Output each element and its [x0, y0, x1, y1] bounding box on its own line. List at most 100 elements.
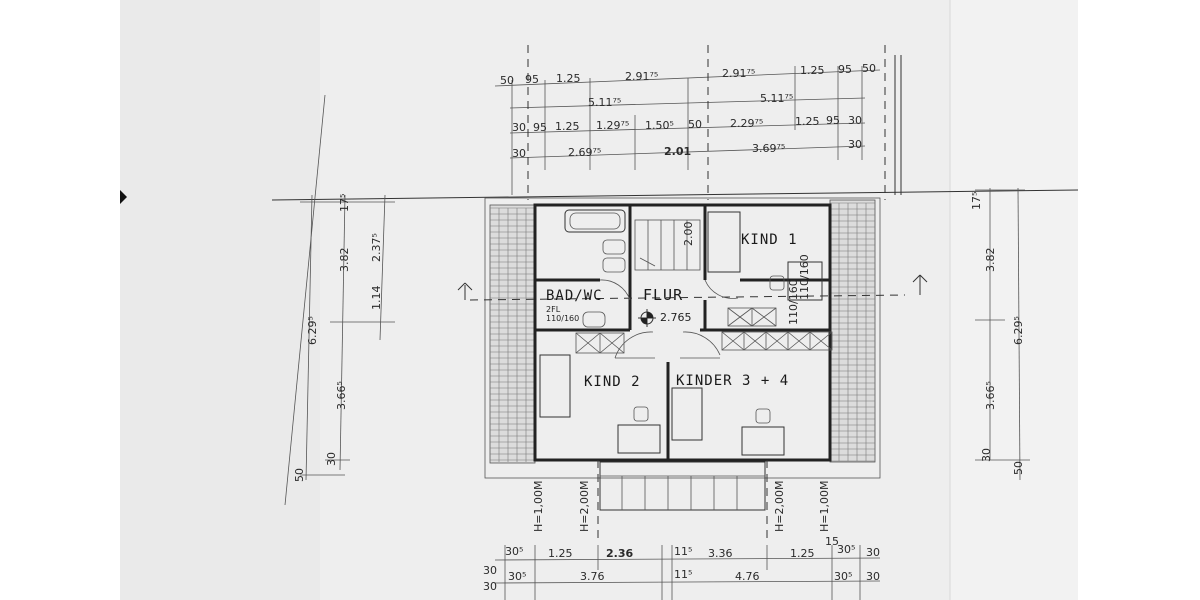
door-swing-kinder34: [682, 331, 721, 356]
top-dim-3-2: 95: [533, 121, 547, 134]
left-dim-e: 17⁵: [338, 194, 351, 212]
top-dim-3-4: 1.29⁷⁵: [596, 119, 629, 132]
section-arrow-right: [912, 274, 928, 295]
level-marker-icon: [638, 309, 656, 327]
bottom-dim-2-6: 30⁵: [834, 570, 852, 583]
top-dim-4-3: 2.01: [664, 145, 691, 158]
right-dim-d: 50: [1012, 461, 1025, 475]
bottom-dim-1-7: 1.25: [790, 547, 815, 560]
top-dim-3-8: 1.25: [795, 115, 820, 128]
top-dim-1-2: 95: [525, 73, 539, 86]
right-dim-outer: 6.29⁵: [1012, 316, 1025, 345]
bottom-dim-1-3: 1.25: [548, 547, 573, 560]
bottom-dim-2-5: 4.76: [735, 570, 760, 583]
cabinet-flur: [727, 307, 777, 327]
top-dim-4-2: 2.69⁷⁵: [568, 146, 601, 159]
section-arrow-left: [457, 282, 473, 300]
wardrobe-kinder34: [721, 331, 833, 351]
right-dim-e: 30: [980, 448, 993, 462]
level-label: 2.765: [660, 311, 692, 324]
top-dim-3-6: 50: [688, 118, 702, 131]
desk-kind1: [787, 261, 823, 301]
desk-kinder34: [741, 426, 785, 456]
top-dim-4-1: 30: [512, 147, 526, 160]
opening-height-3: H=2,00M: [773, 481, 786, 532]
bunk-bed-kinder34: [671, 387, 703, 441]
window-note-kind1-side: 110/160: [787, 279, 800, 325]
opening-height-2: H=2,00M: [578, 481, 591, 532]
left-dim-outer: 6.29⁵: [306, 316, 319, 345]
top-dim-4-4: 3.69⁷⁵: [752, 142, 785, 155]
bottom-dimension-chain: 30 30⁵ 1.25 2.36 11⁵ 3.36 1.25 15 30⁵ 30…: [483, 535, 881, 600]
sink: [582, 311, 606, 328]
top-dim-3-5: 1.50⁵: [645, 119, 674, 132]
left-dim-a: 3.82: [338, 248, 351, 273]
left-dim-d: 3.66⁵: [335, 381, 348, 410]
room-label-kind1: KIND 1: [741, 232, 798, 248]
left-dim-g: 30: [325, 452, 338, 466]
bottom-dim-2-4: 11⁵: [674, 568, 692, 581]
room-label-flur: FLUR: [643, 286, 683, 304]
top-dim-1-1: 50: [500, 74, 514, 87]
chair-kinder34: [755, 408, 771, 424]
top-dim-3-3: 1.25: [555, 120, 580, 133]
opening-height-4: H=1,00M: [818, 481, 831, 532]
bottom-dim-1-1: 30: [483, 564, 497, 577]
top-dim-1-6: 1.25: [800, 64, 825, 77]
bed-kind1: [707, 211, 741, 273]
top-dim-3-7: 2.29⁷⁵: [730, 117, 763, 130]
desk-kind2: [617, 424, 661, 454]
top-dim-3-9: 95: [826, 114, 840, 127]
staircase: [634, 219, 701, 271]
opening-height-1: H=1,00M: [532, 481, 545, 532]
bottom-dim-1-2: 30⁵: [505, 545, 523, 558]
top-dim-3-1: 30: [512, 121, 526, 134]
top-dim-2-1: 5.11⁷⁵: [588, 96, 621, 109]
door-swing-bad: [599, 279, 631, 301]
right-dimension-chain: 6.29⁵ 3.82 3.66⁵ 17⁵ 50 30: [970, 187, 1030, 481]
chair-kind2: [633, 406, 649, 422]
bed-kind2: [539, 354, 571, 418]
room-label-kind2: KIND 2: [584, 374, 641, 390]
left-dim-b: 2.37⁵: [370, 233, 383, 262]
top-dim-1-5: 2.91⁷⁵: [722, 67, 755, 80]
bottom-dim-2-2: 30⁵: [508, 570, 526, 583]
bottom-dim-1-6: 3.36: [708, 547, 733, 560]
top-dimension-chain: 50 95 1.25 2.91⁷⁵ 2.91⁷⁵ 1.25 95 50 5.11…: [494, 45, 886, 200]
right-dim-a: 3.82: [984, 248, 997, 273]
bottom-dim-1-8: 15: [825, 535, 839, 548]
stair-height-label: 2.00: [682, 222, 695, 247]
bottom-dim-2-1: 30: [483, 580, 497, 593]
bottom-dim-1-10: 30: [866, 546, 880, 559]
chair-kind1: [769, 275, 785, 291]
bottom-dim-1-9: 30⁵: [837, 543, 855, 556]
bottom-dim-2-3: 3.76: [580, 570, 605, 583]
room-label-kinder34: KINDER 3 + 4: [676, 373, 789, 389]
left-dim-c: 1.14: [370, 286, 383, 311]
left-dimension-chain: 6.29⁵ 3.82 2.37⁵ 1.14 3.66⁵ 17⁵ 50 30: [284, 94, 395, 506]
top-dim-1-4: 2.91⁷⁵: [625, 70, 658, 83]
bottom-dim-2-7: 30: [866, 570, 880, 583]
left-dim-f: 50: [293, 468, 306, 482]
top-dim-4-5: 30: [848, 138, 862, 151]
dormer-balcony: [599, 461, 766, 511]
right-dim-b: 3.66⁵: [984, 381, 997, 410]
top-dim-1-7: 95: [838, 63, 852, 76]
bottom-dim-1-4: 2.36: [606, 547, 633, 560]
window-note-kind1: 110/160: [798, 254, 811, 300]
building-outline: [484, 197, 881, 479]
window-note-bad-line1: 2FL: [546, 305, 561, 314]
bottom-dim-1-5: 11⁵: [674, 545, 692, 558]
top-dim-1-8: 50: [862, 62, 876, 75]
room-label-bad-wc: BAD/WC: [546, 288, 603, 304]
top-dim-1-3: 1.25: [556, 72, 581, 85]
top-dim-2-2: 5.11⁷⁵: [760, 92, 793, 105]
toilet: [602, 239, 626, 273]
door-swing-kind1: [704, 279, 739, 299]
bathtub: [564, 209, 626, 233]
top-dim-3-10: 30: [848, 114, 862, 127]
door-swing-kind2: [614, 331, 654, 359]
sheet-edge-mark: [120, 190, 127, 204]
right-dim-c: 17⁵: [970, 192, 983, 210]
